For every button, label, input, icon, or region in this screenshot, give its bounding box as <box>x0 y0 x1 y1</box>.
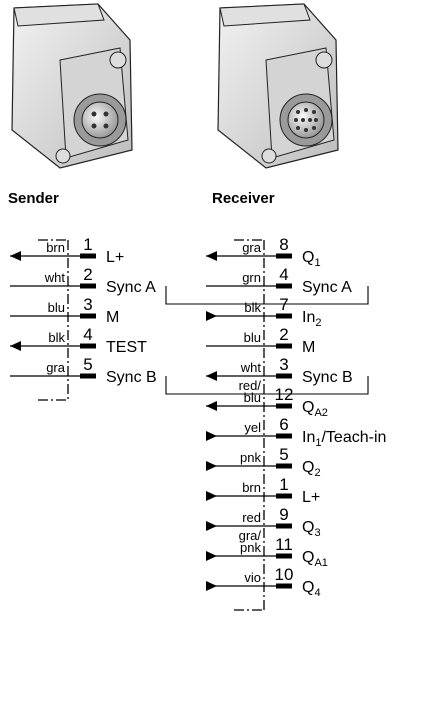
receiver-signal-label-6: In1/Teach-in <box>302 429 386 449</box>
receiver-signal-label-9: Q3 <box>302 519 321 539</box>
receiver-pin-number-5: 5 <box>279 445 288 464</box>
receiver-pin-number-6: 6 <box>279 415 288 434</box>
sender-signal-label-3: M <box>106 309 119 326</box>
receiver-pin-contact-12 <box>276 403 292 409</box>
receiver-arrow-right-6 <box>206 431 217 441</box>
receiver-pin-contact-11 <box>276 553 292 559</box>
receiver-signal-label-10: Q4 <box>302 579 321 599</box>
receiver-pin-contact-1 <box>276 493 292 499</box>
receiver-wire-color-7: blk <box>244 300 261 315</box>
receiver-pin-number-2: 2 <box>279 325 288 344</box>
receiver-wire-color-5: pnk <box>240 450 261 465</box>
device-illustrations <box>11 3 339 169</box>
receiver-arrow-right-11 <box>206 551 217 561</box>
receiver-arrow-right-7 <box>206 311 217 321</box>
sender-signal-label-1: L+ <box>106 249 124 266</box>
receiver-wire-color-12b: blu <box>244 390 261 405</box>
sender-pin-contact-2 <box>80 283 96 289</box>
sender-pin-number-3: 3 <box>83 295 92 314</box>
receiver-wire-color-9: red <box>242 510 261 525</box>
receiver-wire-color-10: vio <box>244 570 261 585</box>
receiver-pin-contact-5 <box>276 463 292 469</box>
receiver-pin-contact-3 <box>276 373 292 379</box>
sender-pin-contact-1 <box>80 253 96 259</box>
sender-pin-contact-5 <box>80 373 96 379</box>
sync-b-connection <box>165 376 369 395</box>
sender-heading: Sender <box>8 190 59 207</box>
receiver-wire-color-1: brn <box>242 480 261 495</box>
sender-pin-contact-3 <box>80 313 96 319</box>
receiver-pin-number-1: 1 <box>279 475 288 494</box>
sender-pin-contact-4 <box>80 343 96 349</box>
receiver-wire-color-6: yel <box>244 420 261 435</box>
receiver-pin-contact-10 <box>276 583 292 589</box>
receiver-wire-color-2: blu <box>244 330 261 345</box>
sender-pin-number-2: 2 <box>83 265 92 284</box>
receiver-wire-color-12a: red/ <box>239 378 262 393</box>
sender-wire-color-3: blu <box>48 300 65 315</box>
sync-a-connection <box>165 286 369 305</box>
receiver-arrow-right-10 <box>206 581 217 591</box>
sender-device-icon <box>11 3 133 169</box>
receiver-wire-color-11a: gra/ <box>239 528 262 543</box>
receiver-heading: Receiver <box>212 190 275 207</box>
receiver-arrow-left-12 <box>206 401 217 411</box>
sender-wire-color-2: wht <box>44 270 66 285</box>
receiver-signal-label-5: Q2 <box>302 459 321 479</box>
sender-signal-label-5: Sync B <box>106 369 157 386</box>
receiver-signal-label-2: M <box>302 339 315 356</box>
receiver-pin-contact-6 <box>276 433 292 439</box>
receiver-signal-label-8: Q1 <box>302 249 321 269</box>
receiver-pin-number-4: 4 <box>279 265 288 284</box>
receiver-pin-number-11: 11 <box>275 535 293 554</box>
sender-signal-label-2: Sync A <box>106 279 156 296</box>
receiver-signal-label-4: Sync A <box>302 279 352 296</box>
receiver-pin-number-10: 10 <box>275 565 294 584</box>
receiver-signal-label-1: L+ <box>302 489 320 506</box>
receiver-pin-contact-7 <box>276 313 292 319</box>
sender-signal-label-4: TEST <box>106 339 147 356</box>
sender-wire-color-1: brn <box>46 240 65 255</box>
sender-arrow-left-1 <box>10 251 21 261</box>
sender-wire-color-4: blk <box>48 330 65 345</box>
receiver-signal-label-11: QA1 <box>302 549 328 569</box>
receiver-arrow-right-1 <box>206 491 217 501</box>
receiver-pin-contact-8 <box>276 253 292 259</box>
sender-pin-number-4: 4 <box>83 325 92 344</box>
sender-pin-number-1: 1 <box>83 235 92 254</box>
receiver-pin-number-9: 9 <box>279 505 288 524</box>
sender-wire-color-5: gra <box>46 360 66 375</box>
receiver-pin-contact-2 <box>276 343 292 349</box>
receiver-pin-contact-4 <box>276 283 292 289</box>
receiver-signal-label-7: In2 <box>302 309 321 329</box>
receiver-wire-color-3: wht <box>240 360 262 375</box>
receiver-pin-number-8: 8 <box>279 235 288 254</box>
receiver-arrow-left-3 <box>206 371 217 381</box>
receiver-signal-label-3: Sync B <box>302 369 353 386</box>
receiver-wire-color-11b: pnk <box>240 540 261 555</box>
receiver-wire-color-4: grn <box>242 270 261 285</box>
receiver-wire-color-8: gra <box>242 240 262 255</box>
receiver-arrow-right-5 <box>206 461 217 471</box>
sender-arrow-left-4 <box>10 341 21 351</box>
sender-pin-number-5: 5 <box>83 355 92 374</box>
receiver-signal-label-12: QA2 <box>302 399 328 419</box>
receiver-arrow-right-9 <box>206 521 217 531</box>
receiver-pin-contact-9 <box>276 523 292 529</box>
receiver-pin-number-3: 3 <box>279 355 288 374</box>
receiver-device-icon <box>217 3 339 169</box>
receiver-arrow-left-8 <box>206 251 217 261</box>
